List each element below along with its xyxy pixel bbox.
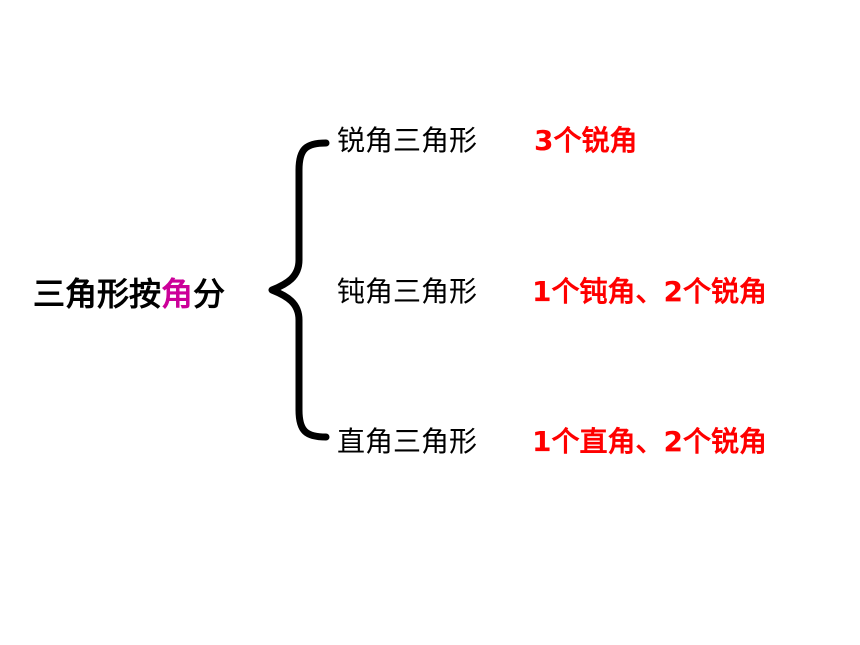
root-label-prefix: 三角形按 <box>33 275 162 313</box>
branch-description: 1个钝角、2个锐角 <box>532 275 767 308</box>
curly-brace <box>268 139 330 441</box>
brace-path <box>268 139 330 441</box>
root-label-highlight: 角 <box>161 275 194 313</box>
root-label: 三角形按角分 <box>33 270 225 318</box>
branch-name: 钝角三角形 <box>337 275 478 308</box>
branch-name: 锐角三角形 <box>337 124 478 157</box>
root-label-suffix: 分 <box>193 275 226 313</box>
branch-description: 3个锐角 <box>534 124 638 157</box>
branch-name: 直角三角形 <box>337 425 478 458</box>
branch-description: 1个直角、2个锐角 <box>532 425 767 458</box>
